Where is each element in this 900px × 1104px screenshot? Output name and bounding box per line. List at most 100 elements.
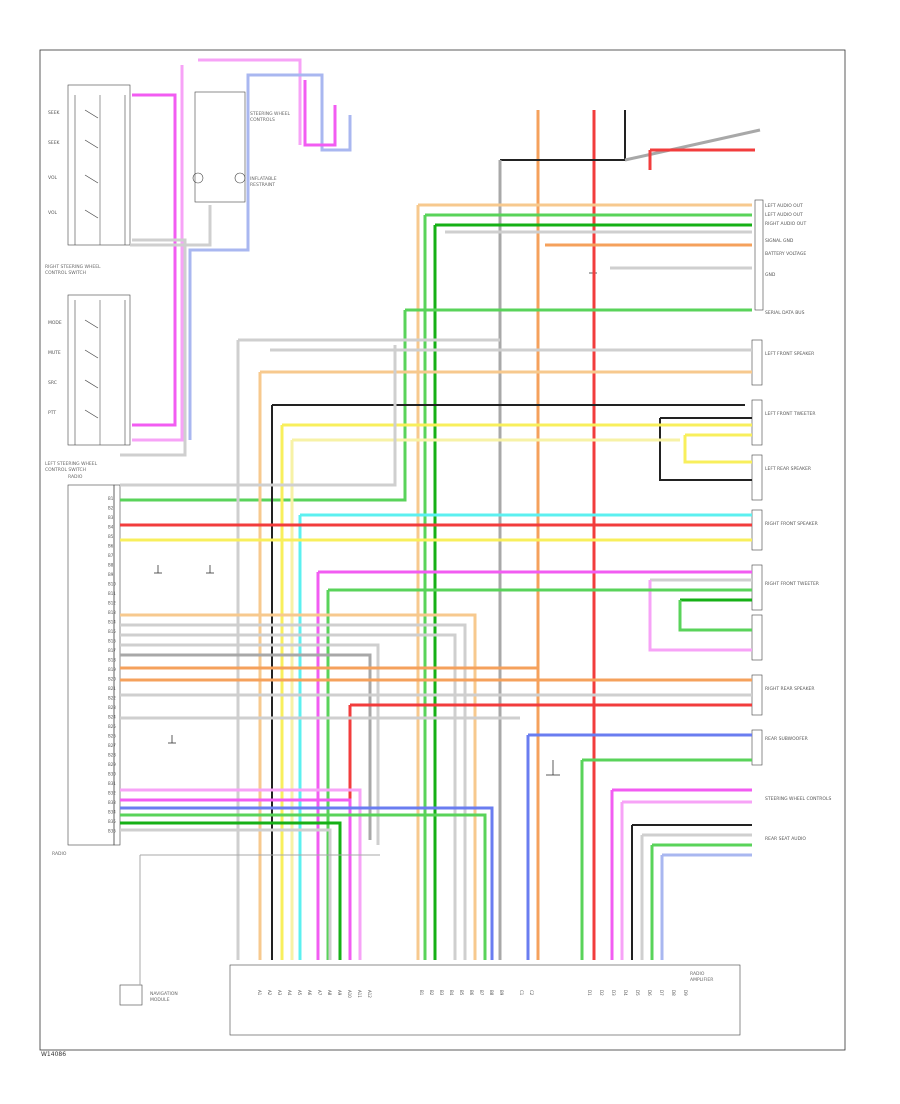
bottom-pin-label: A5 — [297, 990, 302, 996]
wire-gray — [120, 643, 380, 845]
svg-text:CONTROL SWITCH: CONTROL SWITCH — [45, 270, 86, 276]
bottom-pin-label: C1 — [519, 990, 524, 996]
bottom-pin-label: A4 — [287, 990, 292, 996]
wire-pink — [120, 788, 362, 960]
wire-gray — [120, 238, 187, 457]
wire-pink — [198, 58, 302, 145]
wire-pink — [132, 65, 184, 442]
svg-text:PTT: PTT — [48, 410, 56, 416]
component-label: LEFT FRONT SPEAKER — [765, 351, 814, 357]
clockspring-module: STEERING WHEEL CONTROLS INFLATABLE RESTR… — [192, 91, 291, 203]
bottom-pin-label: D5 — [635, 990, 640, 996]
bottom-pin-label: D1 — [587, 990, 592, 996]
radio-pin-label: B16 — [108, 639, 116, 644]
radio-pin-label: B26 — [108, 734, 116, 739]
svg-text:MODE: MODE — [48, 320, 62, 326]
svg-text:SEEK: SEEK — [48, 140, 61, 146]
radio-pin-label: B17 — [108, 648, 116, 653]
component-box — [754, 199, 764, 311]
svg-text:MODULE: MODULE — [150, 997, 170, 1003]
bottom-pin-label: B6 — [469, 990, 474, 996]
svg-text:SRC: SRC — [48, 380, 57, 386]
svg-text:RIGHT STEERING WHEEL: RIGHT STEERING WHEEL — [45, 264, 101, 270]
component-label: REAR SEAT AUDIO — [765, 836, 806, 842]
radio-pin-label: B35 — [108, 819, 116, 824]
wire-harness — [99, 58, 761, 985]
component-label: BATTERY VOLTAGE — [765, 251, 806, 257]
component-label: LEFT AUDIO OUT — [765, 203, 803, 209]
bottom-pin-label: A10 — [347, 990, 352, 998]
bottom-pin-label: D3 — [611, 990, 616, 996]
wire-green — [120, 813, 487, 960]
component-label: LEFT AUDIO OUT — [765, 212, 803, 218]
bottom-pin-label: B1 — [419, 990, 424, 996]
radio-pin-label: B29 — [108, 762, 116, 767]
radio-pin-label: B1 — [108, 496, 114, 501]
wire-gray — [120, 633, 457, 960]
svg-text:RADIO: RADIO — [52, 851, 67, 857]
radio-pin-label: B21 — [108, 686, 116, 691]
wire-pink — [648, 580, 752, 652]
bottom-pin-label: C2 — [529, 990, 534, 996]
component-label: LEFT REAR SPEAKER — [765, 466, 811, 472]
radio-pin-label: B25 — [108, 724, 116, 729]
component-label: LEFT FRONT TWEETER — [765, 411, 815, 417]
bottom-pin-label: B4 — [449, 990, 454, 996]
radio-pin-label: B12 — [108, 601, 116, 606]
radio-pin-label: B4 — [108, 525, 114, 530]
radio-pin-label: B15 — [108, 629, 116, 634]
bottom-pin-label: B7 — [479, 990, 484, 996]
svg-text:MUTE: MUTE — [48, 350, 61, 356]
svg-text:SEEK: SEEK — [48, 110, 61, 116]
wire-magenta — [120, 798, 352, 960]
wire-black — [500, 110, 626, 161]
bottom-pin-label: D8 — [671, 990, 676, 996]
component-label: REAR SUBWOOFER — [765, 736, 808, 742]
radio-pin-label: B33 — [108, 800, 116, 805]
radio-pin-label: B27 — [108, 743, 116, 748]
bottom-pin-label: A8 — [327, 990, 332, 996]
wire-blue — [120, 806, 494, 960]
wire-magenta — [132, 93, 177, 427]
diagram-border — [39, 49, 846, 1051]
svg-text:INFLATABLE: INFLATABLE — [250, 176, 277, 182]
radio-pin-label: B5 — [108, 534, 114, 539]
component-box — [751, 564, 763, 611]
radio-connector: RADIO RADIO — [52, 474, 121, 857]
component-label: RIGHT FRONT TWEETER — [765, 581, 819, 587]
svg-text:NAVIGATION: NAVIGATION — [150, 991, 178, 997]
bottom-pin-label: A12 — [367, 990, 372, 998]
svg-text:CONTROL SWITCH: CONTROL SWITCH — [45, 467, 86, 473]
svg-text:VOL: VOL — [48, 175, 58, 181]
svg-text:RADIO: RADIO — [68, 474, 83, 480]
component-label: SIGNAL GND — [765, 238, 794, 244]
wire-gray — [120, 828, 332, 960]
bottom-pin-label: D9 — [683, 990, 688, 996]
footer-code: W14086 — [41, 1051, 66, 1058]
component-label: RIGHT REAR SPEAKER — [765, 686, 815, 692]
radio-pin-label: B11 — [108, 591, 116, 596]
bottom-pin-label: A3 — [277, 990, 282, 996]
component-box — [751, 339, 763, 386]
radio-pin-label: B28 — [108, 753, 116, 758]
bottom-pin-label: D4 — [623, 990, 628, 996]
radio-pin-label: B14 — [108, 620, 116, 625]
wire-green — [120, 821, 342, 960]
bottom-pin-label: A6 — [307, 990, 312, 996]
bottom-pin-label: D6 — [647, 990, 652, 996]
component-box — [751, 399, 763, 446]
component-box — [751, 614, 763, 661]
component-label: RIGHT FRONT SPEAKER — [765, 521, 818, 527]
right-components — [751, 199, 764, 766]
bottom-pin-label: A7 — [317, 990, 322, 996]
wire-gray — [120, 345, 397, 487]
bottom-pin-label: D2 — [599, 990, 604, 996]
radio-pin-labels: B1B2B3B4B5B6B7B8B9B10B11B12B13B14B15B16B… — [108, 496, 116, 834]
component-label: SERIAL DATA BUS — [765, 310, 805, 316]
wire-gray — [120, 653, 372, 840]
radio-pin-label: B9 — [108, 572, 114, 577]
radio-pin-label: B6 — [108, 544, 114, 549]
